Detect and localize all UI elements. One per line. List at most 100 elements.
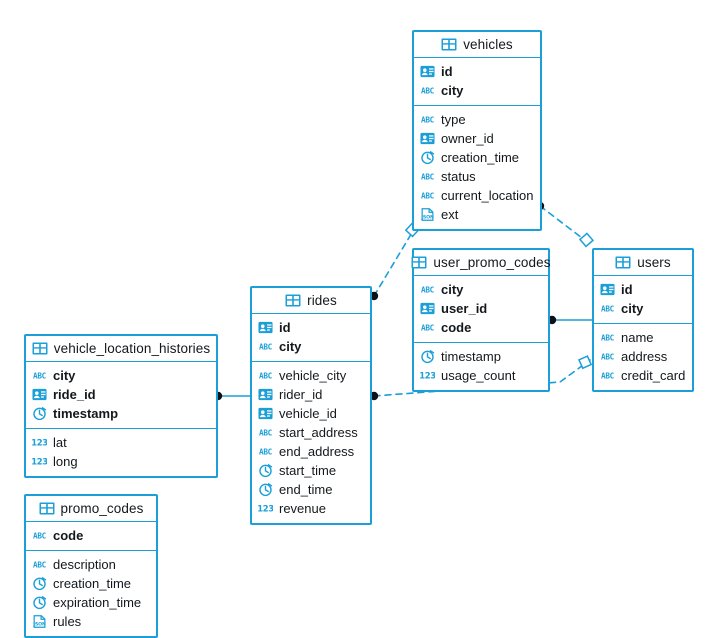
- column-name: city: [279, 339, 302, 354]
- uuid-icon: [420, 301, 435, 316]
- svg-text:ABC: ABC: [259, 448, 273, 457]
- abc-string-icon: ABC: [258, 425, 273, 440]
- column-row-rider_id[interactable]: rider_id: [252, 385, 370, 404]
- 123-number-icon: 123: [258, 501, 273, 516]
- column-name: start_time: [279, 463, 337, 478]
- column-row-timestamp[interactable]: timestamp: [414, 347, 548, 366]
- edge-endpoint-diamond: [578, 355, 593, 370]
- column-row-type[interactable]: ABC type: [414, 110, 540, 129]
- abc-string-icon: ABC: [32, 528, 47, 543]
- relationship-rel-vehicles-users[interactable]: [535, 201, 595, 248]
- svg-text:ABC: ABC: [421, 116, 435, 125]
- table-header-promo_codes[interactable]: promo_codes: [26, 496, 156, 522]
- abc-string-icon: ABC: [420, 188, 435, 203]
- column-name: code: [53, 528, 84, 543]
- table-grid-icon: [411, 256, 427, 269]
- svg-text:ABC: ABC: [33, 372, 47, 381]
- column-name: city: [621, 301, 644, 316]
- svg-text:ABC: ABC: [259, 372, 273, 381]
- column-row-id[interactable]: id: [594, 280, 692, 299]
- table-name: rides: [307, 293, 337, 308]
- table-grid-icon: [615, 256, 631, 269]
- column-row-ride_id[interactable]: ride_id: [26, 385, 216, 404]
- column-row-creation_time[interactable]: creation_time: [26, 574, 156, 593]
- uuid-icon: [258, 320, 273, 335]
- column-name: creation_time: [53, 576, 132, 591]
- column-row-id[interactable]: id: [252, 318, 370, 337]
- table-header-vehicle_location_histories[interactable]: vehicle_location_histories: [26, 336, 216, 362]
- table-header-user_promo_codes[interactable]: user_promo_codes: [411, 250, 550, 276]
- column-row-code[interactable]: ABC code: [26, 526, 156, 545]
- column-name: revenue: [279, 501, 326, 516]
- column-name: type: [441, 112, 466, 127]
- column-name: status: [441, 169, 476, 184]
- column-name: creation_time: [441, 150, 520, 165]
- svg-text:ABC: ABC: [421, 192, 435, 201]
- abc-string-icon: ABC: [258, 444, 273, 459]
- table-name: promo_codes: [60, 501, 144, 516]
- column-name: current_location: [441, 188, 534, 203]
- column-row-owner_id[interactable]: owner_id: [414, 129, 540, 148]
- column-name: vehicle_id: [279, 406, 337, 421]
- column-name: code: [441, 320, 472, 335]
- uuid-icon: [258, 387, 273, 402]
- svg-text:JSON: JSON: [32, 622, 46, 628]
- column-name: vehicle_city: [279, 368, 347, 383]
- table-header-users[interactable]: users: [594, 250, 692, 276]
- clock-timestamp-icon: [258, 482, 273, 497]
- column-row-vehicle_city[interactable]: ABC vehicle_city: [252, 366, 370, 385]
- primary-key-section-promo_codes: ABC code: [26, 522, 156, 551]
- clock-timestamp-icon: [32, 406, 47, 421]
- column-row-start_time[interactable]: start_time: [252, 461, 370, 480]
- relationship-rel-vlh-rides[interactable]: [213, 391, 251, 401]
- table-header-rides[interactable]: rides: [252, 288, 370, 314]
- uuid-icon: [420, 64, 435, 79]
- column-row-creation_time[interactable]: creation_time: [414, 148, 540, 167]
- column-row-user_id[interactable]: user_id: [414, 299, 548, 318]
- clock-timestamp-icon: [32, 595, 47, 610]
- column-name: address: [621, 349, 668, 364]
- column-row-revenue[interactable]: 123 revenue: [252, 499, 370, 518]
- column-row-current_location[interactable]: ABC current_location: [414, 186, 540, 205]
- clock-timestamp-icon: [32, 576, 47, 591]
- relationship-rel-upc-users[interactable]: [547, 315, 593, 325]
- column-row-timestamp[interactable]: timestamp: [26, 404, 216, 423]
- column-row-end_time[interactable]: end_time: [252, 480, 370, 499]
- column-name: timestamp: [53, 406, 119, 421]
- column-row-id[interactable]: id: [414, 62, 540, 81]
- table-header-vehicles[interactable]: vehicles: [414, 32, 540, 58]
- svg-text:123: 123: [420, 371, 435, 381]
- column-name: expiration_time: [53, 595, 142, 610]
- json-icon: JSON: [32, 614, 47, 629]
- svg-text:ABC: ABC: [259, 429, 273, 438]
- column-row-vehicle_id[interactable]: vehicle_id: [252, 404, 370, 423]
- column-row-expiration_time[interactable]: expiration_time: [26, 593, 156, 612]
